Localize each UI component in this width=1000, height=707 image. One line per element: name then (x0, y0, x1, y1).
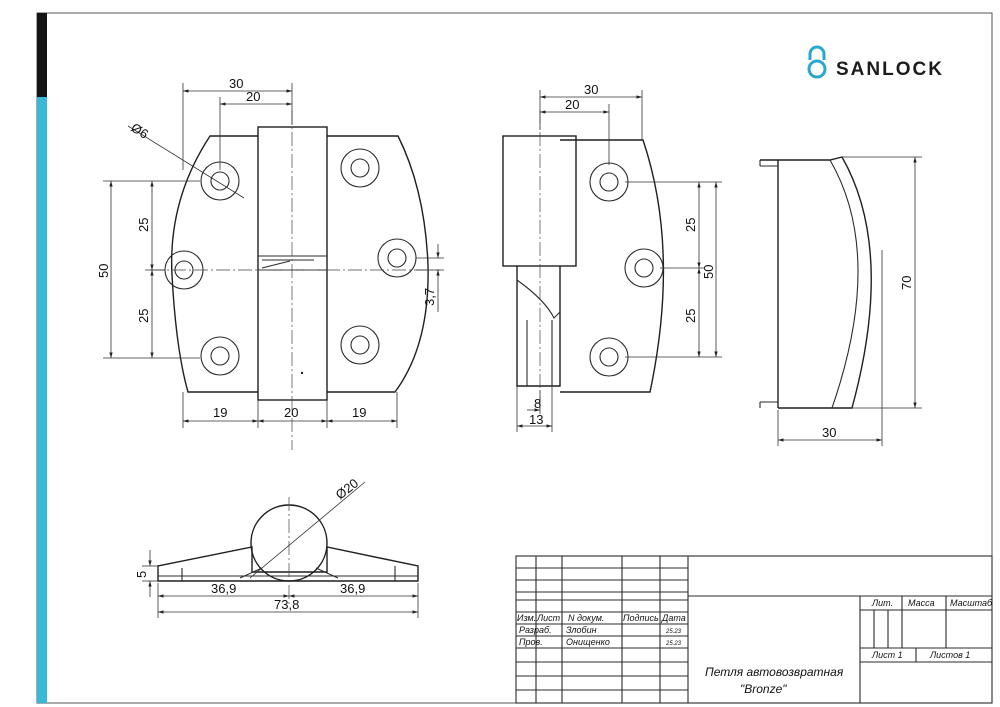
tb-row-name: Злобин (566, 625, 597, 635)
mounting-hole (200, 336, 240, 376)
dim-label: 36,9 (340, 581, 365, 596)
tb-header-signature: Подпись (623, 613, 659, 623)
dim-label: 8 (534, 396, 541, 411)
dim-label: 50 (701, 265, 716, 279)
tb-header-list: Лист (536, 613, 561, 623)
dim-label: 25 (683, 309, 698, 323)
tb-row-role: Разраб. (519, 625, 552, 635)
profile-view: 70 30 (759, 156, 922, 446)
side-view: 30 20 25 50 25 8 13 (502, 82, 722, 432)
brand-name: SANLOCK (836, 59, 944, 80)
title-block: Изм. Лист N докум. Подпись Дата Разраб. … (515, 555, 993, 704)
left-dark-strip (37, 13, 47, 97)
dim-label: 70 (899, 276, 914, 290)
mounting-hole (624, 248, 664, 288)
tb-row-name: Онищенко (566, 637, 610, 647)
dim-label: 50 (96, 264, 111, 278)
tb-sheets: Листов 1 (929, 650, 970, 660)
mounting-hole (340, 325, 380, 365)
dim-label: 5 (134, 571, 149, 578)
tb-header-izm: Изм. (517, 613, 536, 623)
dim-label: 19 (213, 405, 227, 420)
dim-label: 25 (136, 218, 151, 232)
tb-row-date: 25.23 (665, 629, 682, 635)
tb-row-date: 25.23 (665, 641, 682, 647)
dim-label: 19 (352, 405, 366, 420)
dim-label: 3,7 (422, 288, 437, 306)
tb-header-scale: Масштаб (950, 598, 993, 608)
tb-header-lit: Лит. (871, 598, 893, 608)
tb-sheet: Лист 1 (871, 650, 903, 660)
tb-header-docno: N докум. (568, 613, 604, 623)
dim-label: Ø20 (333, 475, 362, 502)
dim-label: 30 (229, 76, 243, 91)
left-accent-strip (37, 97, 47, 703)
tb-title-line1: Петля автовозвратная (705, 665, 844, 679)
dim-label: 30 (822, 425, 836, 440)
mounting-hole (377, 238, 417, 278)
mounting-hole (589, 162, 629, 202)
dim-label: 73,8 (274, 597, 299, 612)
tb-title-line2: "Bronze" (740, 682, 787, 696)
tb-header-date: Дата (661, 613, 686, 623)
mounting-hole (589, 337, 629, 377)
dim-label: 25 (136, 309, 151, 323)
dim-label: 30 (584, 82, 598, 97)
dim-label: 25 (683, 218, 698, 232)
dim-label: 20 (246, 89, 260, 104)
dim-label: 36,9 (211, 581, 236, 596)
dim-label: 20 (284, 405, 298, 420)
tb-header-mass: Масса (908, 598, 935, 608)
dim-label: 13 (529, 412, 543, 427)
lock-icon (807, 45, 827, 79)
front-view: 30 20 Ø6 50 25 25 3,7 19 20 19 (96, 76, 444, 450)
brand-logo: SANLOCK (807, 45, 944, 80)
mounting-hole (340, 148, 380, 188)
tb-row-role: Пров. (519, 637, 543, 647)
dim-label: 20 (565, 97, 579, 112)
bottom-view: Ø20 5 36,9 36,9 73,8 (134, 475, 419, 618)
